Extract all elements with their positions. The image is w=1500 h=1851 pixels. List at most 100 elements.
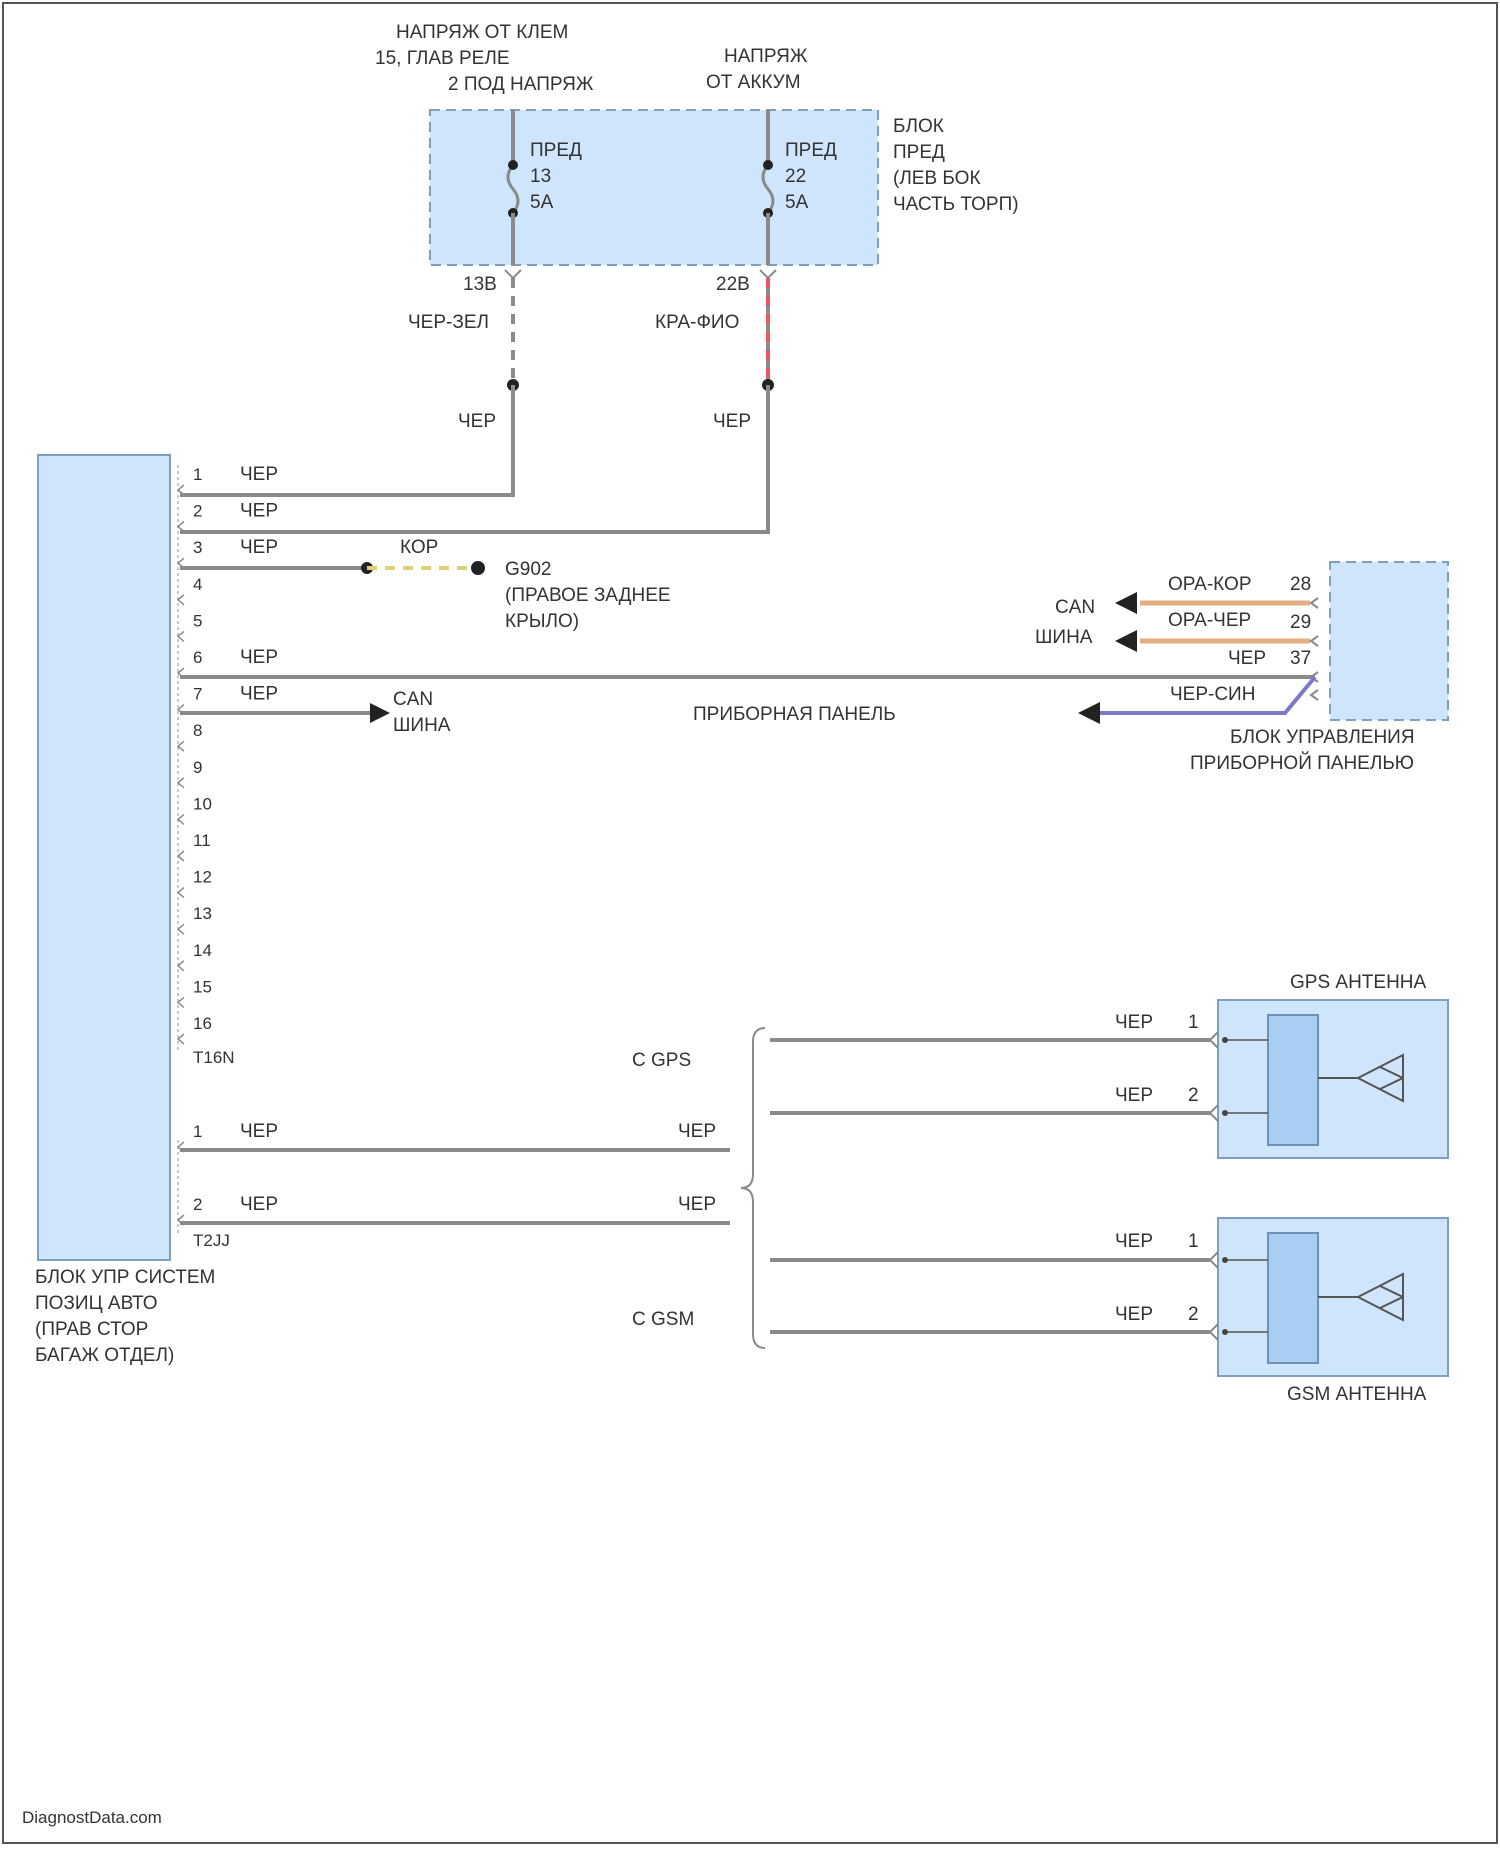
main-module-body: [38, 455, 170, 1260]
supply-left-line3: 2 ПОД НАПРЯЖ: [448, 74, 594, 95]
pin-bracket: [178, 961, 184, 971]
gsm-wire-1-color: ЧЕР: [1115, 1231, 1153, 1252]
fuse-box-label-1: БЛОК: [893, 116, 944, 137]
fuse-right-label-3: 5А: [785, 192, 809, 213]
wire-pin1-run: [180, 385, 513, 495]
gps-antenna: GPS АНТЕННА ЧЕР ЧЕР 1 2: [770, 972, 1448, 1158]
pin-number: 14: [193, 941, 212, 960]
c-gsm-label: С GSM: [632, 1309, 694, 1330]
main-module-pins: 1ЧЕР2ЧЕР3ЧЕР456ЧЕР7ЧЕР89101112131415161Ч…: [178, 464, 278, 1225]
terminal-left-bracket: [505, 270, 521, 278]
instrument-unit: БЛОК УПРАВЛЕНИЯ ПРИБОРНОЙ ПАНЕЛЬЮ CAN ШИ…: [693, 562, 1448, 774]
pin-wire-color: ЧЕР: [240, 537, 278, 558]
terminal-right-label: 22В: [716, 274, 750, 295]
instr-wire2-color: ОРА-ЧЕР: [1168, 610, 1251, 631]
pin-number: 13: [193, 904, 212, 923]
wire-right-color: КРА-ФИО: [655, 312, 739, 333]
can-left: CAN ШИНА: [180, 689, 451, 736]
antenna-trunk: ЧЕР ЧЕР С GPS С GSM: [180, 1028, 765, 1348]
supply-left-line1: НАПРЯЖ ОТ КЛЕМ: [396, 22, 568, 43]
pin-bracket: [178, 778, 184, 788]
instrument-unit-label-2: ПРИБОРНОЙ ПАНЕЛЬЮ: [1190, 752, 1414, 774]
can-left-label-1: CAN: [393, 689, 433, 710]
pin-number: 8: [193, 721, 202, 740]
gps-pin-1: 1: [1188, 1012, 1199, 1033]
instrument-bus-label: ПРИБОРНАЯ ПАНЕЛЬ: [693, 704, 896, 725]
pin-bracket: [178, 888, 184, 898]
supply-right-line2: ОТ АККУМ: [706, 72, 801, 93]
fuse-box-label-2: ПРЕД: [893, 142, 945, 163]
pin-number: 7: [193, 685, 202, 704]
gsm-pin-dot-2: [1222, 1329, 1228, 1335]
pin-bracket: [178, 814, 184, 824]
instrument-unit-label-1: БЛОК УПРАВЛЕНИЯ: [1230, 727, 1415, 748]
pin-number: 15: [193, 977, 212, 996]
fuse-box-label-4: ЧАСТЬ ТОРП): [893, 194, 1019, 215]
gps-pin-dot-2: [1222, 1110, 1228, 1116]
gps-pin-2: 2: [1188, 1085, 1199, 1106]
supply-left-line2: 15, ГЛАВ РЕЛЕ: [375, 48, 510, 69]
pin-wire-color: ЧЕР: [240, 501, 278, 522]
connector2-label: T2JJ: [193, 1231, 230, 1250]
gps-pin-dot-1: [1222, 1037, 1228, 1043]
fuse-left-label-2: 13: [530, 166, 551, 187]
fuse-box: НАПРЯЖ ОТ КЛЕМ 15, ГЛАВ РЕЛЕ 2 ПОД НАПРЯ…: [375, 22, 1019, 265]
gps-wire-1-color: ЧЕР: [1115, 1012, 1153, 1033]
pin-number: 9: [193, 758, 202, 777]
pin-wire-color: ЧЕР: [240, 647, 278, 668]
gsm-wire-2-color: ЧЕР: [1115, 1304, 1153, 1325]
instr-pin-brackets: [1311, 598, 1318, 700]
main-module: БЛОК УПР СИСТЕМ ПОЗИЦ АВТО (ПРАВ СТОР БА…: [35, 455, 278, 1366]
gps-antenna-module: [1268, 1015, 1318, 1145]
wire-left-color2: ЧЕР: [458, 411, 496, 432]
ground-label-3: КРЫЛО): [505, 611, 579, 632]
instrument-unit-body: [1330, 562, 1448, 720]
pin-number: 1: [193, 1122, 202, 1141]
main-module-label-1: БЛОК УПР СИСТЕМ: [35, 1267, 215, 1288]
pin-number: 16: [193, 1014, 212, 1033]
pin-number: 6: [193, 648, 202, 667]
pin-bracket: [178, 851, 184, 861]
main-module-label-2: ПОЗИЦ АВТО: [35, 1293, 158, 1314]
fuse-box-body: [430, 110, 878, 265]
wire-left-color: ЧЕР-ЗЕЛ: [408, 312, 489, 333]
ground-label-1: G902: [505, 559, 551, 580]
gsm-pin-brackets: [1210, 1252, 1218, 1340]
instr-pin37: 37: [1290, 648, 1311, 669]
pin-number: 3: [193, 538, 202, 557]
instr-pin29: 29: [1290, 612, 1311, 633]
fuse-left-label-1: ПРЕД: [530, 140, 582, 161]
pin-number: 5: [193, 611, 202, 630]
can-right-label-1: CAN: [1055, 597, 1095, 618]
can-right-label-2: ШИНА: [1035, 627, 1093, 648]
fuse-left-label-3: 5А: [530, 192, 554, 213]
pin-number: 2: [193, 1195, 202, 1214]
instr-wire4-color: ЧЕР-СИН: [1170, 684, 1255, 705]
pin-bracket: [178, 631, 184, 641]
wire-right-color2: ЧЕР: [713, 411, 751, 432]
terminal-right-bracket: [760, 270, 776, 278]
pin-bracket: [178, 1034, 184, 1044]
trunk-wire-1-color: ЧЕР: [678, 1121, 716, 1142]
pin-wire-color: ЧЕР: [240, 464, 278, 485]
can-left-label-2: ШИНА: [393, 715, 451, 736]
gps-pin-brackets: [1210, 1032, 1218, 1121]
pin-number: 4: [193, 575, 202, 594]
gsm-antenna-title: GSM АНТЕННА: [1287, 1384, 1427, 1405]
fuse-output-wires: 13В 22В ЧЕР-ЗЕЛ ЧЕР КРА-ФИО ЧЕР: [180, 270, 776, 532]
gps-wire-2-color: ЧЕР: [1115, 1085, 1153, 1106]
fuse-right-label-2: 22: [785, 166, 806, 187]
instr-wire3-color: ЧЕР: [1228, 648, 1266, 669]
can-right-arrow-2: [1115, 630, 1137, 652]
ground-splice-2: [471, 561, 485, 575]
trunk-wire-2-color: ЧЕР: [678, 1194, 716, 1215]
ground-wire-color: КОР: [400, 537, 438, 558]
pin-number: 12: [193, 868, 212, 887]
can-right-arrow-1: [1115, 592, 1137, 614]
fuse-left-node-top: [508, 160, 518, 170]
pin-number: 10: [193, 794, 212, 813]
main-module-label-3: (ПРАВ СТОР: [35, 1319, 148, 1340]
pin-number: 1: [193, 465, 202, 484]
